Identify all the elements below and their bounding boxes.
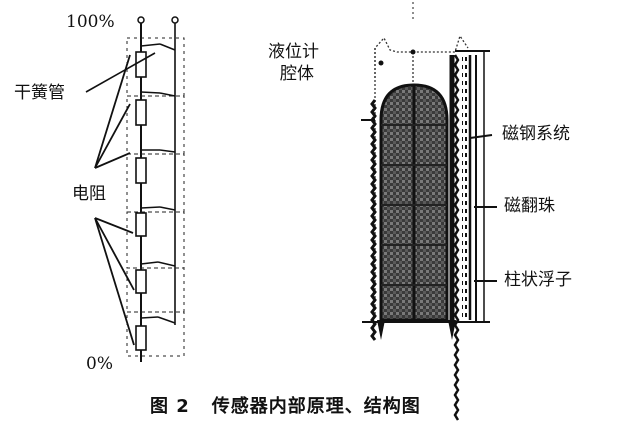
top-percent-label: 100% — [66, 12, 115, 32]
cavity-label-line2: 腔体 — [280, 64, 314, 84]
reed-switch-label: 干簧管 — [14, 83, 65, 103]
figure-number: 图 2 — [150, 396, 190, 417]
figure-title: 传感器内部原理、结构图 — [211, 396, 421, 417]
resistor-leaders-upper — [94, 54, 131, 169]
resistor-leaders-lower — [94, 217, 135, 346]
segment-boxes — [126, 37, 185, 357]
reed-switch-leader — [85, 52, 156, 93]
cavity-label-line1: 液位计 — [268, 42, 319, 62]
resistor-label: 电阻 — [72, 184, 106, 204]
flip-bead-label: 磁翻珠 — [504, 196, 555, 216]
resistors — [135, 51, 147, 351]
bottom-percent-label: 0% — [86, 354, 113, 374]
cavity-outline — [374, 34, 469, 320]
magnet-system-label: 磁钢系统 — [502, 124, 570, 144]
flip-beads-column — [462, 55, 468, 320]
float-label: 柱状浮子 — [504, 270, 572, 290]
figure-caption: 图 2 传感器内部原理、结构图 — [150, 392, 421, 418]
magnet-system-leader — [469, 134, 493, 139]
reed-switches — [140, 43, 176, 324]
